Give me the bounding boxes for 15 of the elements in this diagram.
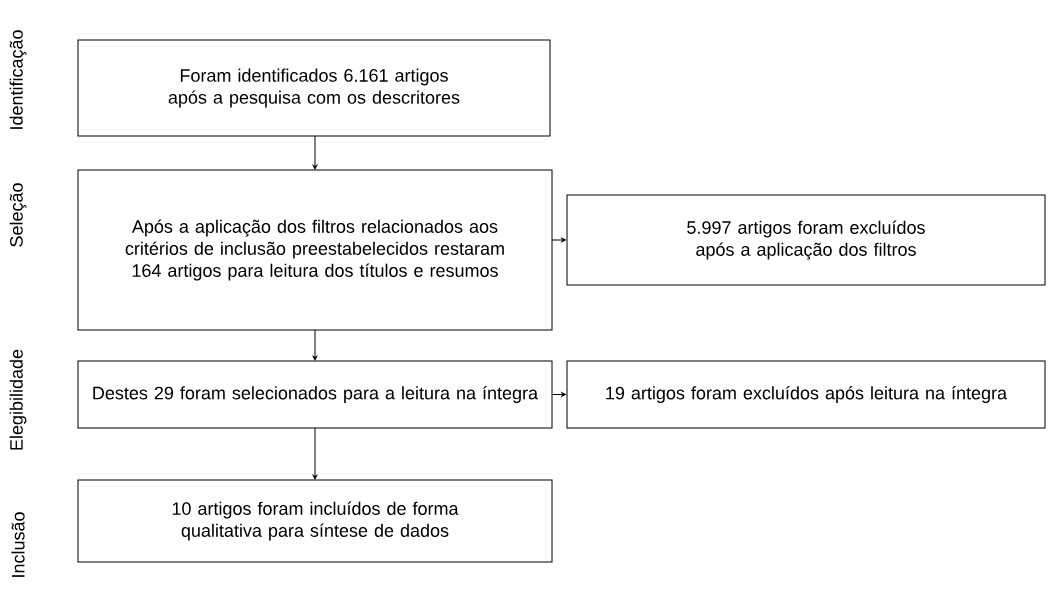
stage-label: Seleção [9,183,27,247]
process-box: 10 artigos foram incluídos de forma qualitativa para síntese de dados [77,479,553,563]
stage-label: Identificação [9,30,27,129]
arrow [551,237,566,243]
process-box: Após a aplicação dos filtros relacionados aos critérios de inclusão preestabelecidos restaram 164 artigos para leitura dos títulos e resumos [77,169,553,331]
arrow [312,135,318,170]
process-box: Foram identificados 6.161 artigos após a pesquisa com os descritores [77,39,551,137]
arrow [312,427,318,480]
stage-label: Inclusão [11,512,25,577]
process-box: Destes 29 foram selecionados para a leitura na íntegra [77,360,553,429]
arrow [312,329,318,361]
stage-label: Elegibilidade [9,349,27,450]
process-box: 19 artigos foram excluídos após leitura na íntegra [566,360,1046,429]
process-box: 5.997 artigos foram excluídos após a aplicação dos filtros [566,194,1046,286]
arrow [551,392,566,397]
